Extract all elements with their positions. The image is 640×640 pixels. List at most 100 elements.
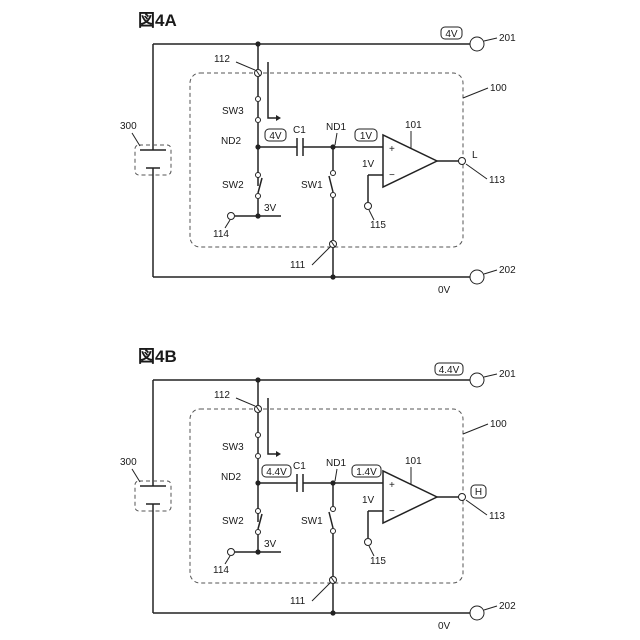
leader-113	[466, 164, 487, 179]
label-202: 202	[499, 601, 516, 612]
label-sw1: SW1	[301, 516, 323, 527]
terminal-201	[470, 37, 484, 51]
leader-nd1	[335, 469, 337, 481]
label-nd1: ND1	[326, 122, 346, 133]
label-101: 101	[405, 456, 422, 467]
label-202: 202	[499, 265, 516, 276]
arrow-head	[276, 115, 281, 121]
label-112: 112	[214, 390, 230, 401]
reference-voltage: 1V	[362, 495, 375, 506]
label-nd1: ND1	[326, 458, 346, 469]
sw1-contact-bottom	[331, 193, 336, 198]
label-3v: 3V	[264, 203, 277, 214]
label-nd2: ND2	[221, 472, 241, 483]
leader-114	[225, 220, 230, 228]
figure-4a: 図4A 201 4V 202 0V 300 100 112	[120, 11, 516, 296]
ground-label: 0V	[438, 621, 451, 632]
label-sw2: SW2	[222, 180, 244, 191]
label-100: 100	[490, 419, 507, 430]
current-flow-arrow	[268, 398, 279, 454]
label-101: 101	[405, 120, 422, 131]
terminal-113	[459, 494, 466, 501]
sw1-blade	[329, 512, 333, 528]
figure-4b: 図4B 201 4.4V 202 0V 300 100 112 SW3	[120, 347, 516, 632]
label-sw3: SW3	[222, 442, 244, 453]
sw2-contact-top	[256, 173, 261, 178]
terminal-201	[470, 373, 484, 387]
minus-sign: −	[389, 170, 395, 181]
label-sw1: SW1	[301, 180, 323, 191]
terminal-202	[470, 270, 484, 284]
sw3-contact-bottom	[256, 454, 261, 459]
leader-112	[236, 62, 255, 70]
plus-sign: +	[389, 144, 395, 155]
label-3v: 3V	[264, 539, 277, 550]
sw2-contact-bottom	[256, 194, 261, 199]
label-c1: C1	[293, 125, 306, 136]
label-112: 112	[214, 54, 230, 65]
leader-202	[484, 606, 497, 610]
label-115: 115	[370, 220, 386, 231]
arrow-head	[276, 451, 281, 457]
leader-112	[236, 398, 255, 406]
leader-100	[463, 88, 488, 98]
leader-115	[369, 210, 374, 220]
label-113: 113	[489, 511, 505, 522]
terminal-113	[459, 158, 466, 165]
sw1-contact-top	[331, 171, 336, 176]
label-300: 300	[120, 457, 137, 468]
current-flow-arrow	[268, 62, 279, 118]
sw2-contact-bottom	[256, 530, 261, 535]
label-201: 201	[499, 369, 516, 380]
nd2-voltage: 4V	[269, 131, 282, 142]
label-c1: C1	[293, 461, 306, 472]
output-level: L	[472, 150, 478, 161]
sw3-contact-top	[256, 433, 261, 438]
minus-sign: −	[389, 506, 395, 517]
label-113: 113	[489, 175, 505, 186]
nd2-voltage: 4.4V	[266, 467, 287, 478]
sw1-contact-bottom	[331, 529, 336, 534]
terminal-114	[228, 213, 235, 220]
label-111: 111	[290, 596, 306, 607]
terminal-114	[228, 549, 235, 556]
terminal-202	[470, 606, 484, 620]
figure-title: 図4A	[138, 11, 177, 30]
label-115: 115	[370, 556, 386, 567]
nd1-voltage: 1.4V	[356, 467, 377, 478]
leader-111	[312, 583, 330, 601]
leader-100	[463, 424, 488, 434]
label-sw3: SW3	[222, 106, 244, 117]
reference-voltage: 1V	[362, 159, 375, 170]
sw3-contact-top	[256, 97, 261, 102]
leader-114	[225, 556, 230, 564]
top-voltage: 4V	[445, 29, 458, 40]
label-nd2: ND2	[221, 136, 241, 147]
figure-title: 図4B	[138, 347, 177, 366]
terminal-115	[365, 203, 372, 210]
leader-201	[484, 38, 497, 41]
leader-201	[484, 374, 497, 377]
leader-300	[132, 133, 140, 146]
sw1-contact-top	[331, 507, 336, 512]
leader-111	[312, 247, 330, 265]
label-114: 114	[213, 229, 229, 240]
leader-202	[484, 270, 497, 274]
sw1-blade	[329, 176, 333, 192]
terminal-115	[365, 539, 372, 546]
nd1-voltage: 1V	[360, 131, 373, 142]
leader-nd1	[335, 133, 337, 145]
leader-300	[132, 469, 140, 482]
leader-113	[466, 500, 487, 515]
top-voltage: 4.4V	[439, 365, 460, 376]
plus-sign: +	[389, 480, 395, 491]
ground-label: 0V	[438, 285, 451, 296]
label-100: 100	[490, 83, 507, 94]
label-114: 114	[213, 565, 229, 576]
output-level: H	[475, 487, 482, 498]
label-201: 201	[499, 33, 516, 44]
label-111: 111	[290, 260, 306, 271]
leader-115	[369, 546, 374, 556]
label-sw2: SW2	[222, 516, 244, 527]
